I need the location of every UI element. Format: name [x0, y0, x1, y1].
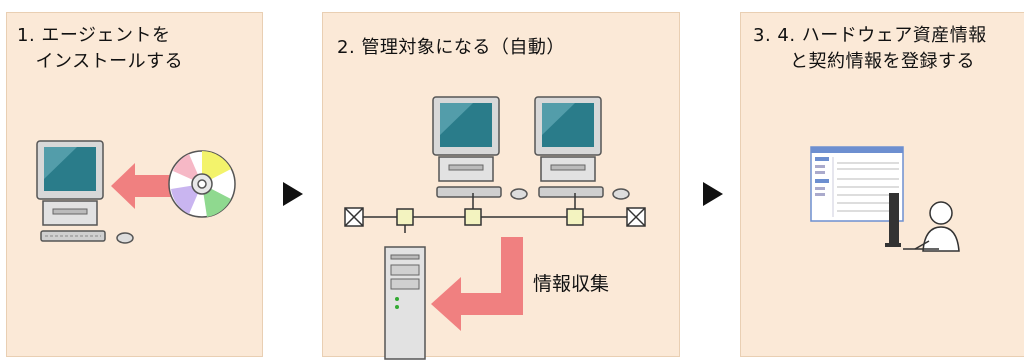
cd-disc-icon — [168, 150, 236, 218]
flow-label: 情報収集 — [533, 273, 610, 295]
step-arrow-2 — [703, 182, 723, 206]
desktop-computer-icon — [36, 140, 134, 244]
step3-caption: 3. 4. ハードウェア資産情報 と契約情報を登録する — [753, 25, 987, 72]
user-at-computer-icon — [885, 193, 960, 252]
step2-caption: 2. 管理対象になる（自動） — [337, 37, 565, 58]
step1-caption: 1. エージェントを インストールする — [17, 25, 184, 72]
managed-computer-icon — [432, 96, 528, 200]
server-icon — [384, 246, 426, 360]
managed-computer-icon — [534, 96, 630, 200]
step1-panel: 1. エージェントを インストールする — [6, 12, 263, 357]
network-line — [344, 193, 646, 233]
registration-window-icon — [810, 146, 904, 222]
step2-panel: 2. 管理対象になる（自動） — [322, 12, 680, 360]
step-arrow-1 — [283, 182, 303, 206]
collection-arrow — [431, 237, 523, 331]
step3-panel: 3. 4. ハードウェア資産情報 と契約情報を登録する — [740, 12, 1024, 357]
